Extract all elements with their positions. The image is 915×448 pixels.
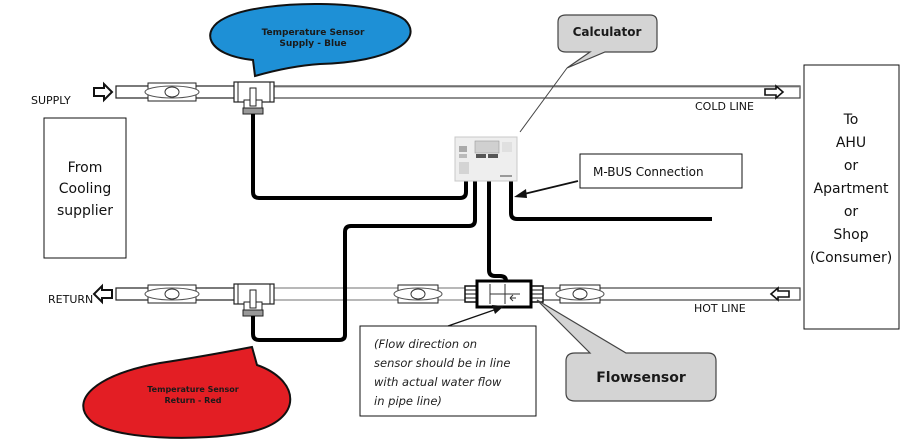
flow-direction-note-box: (Flow direction on sensor should be in l… xyxy=(359,325,537,417)
flowsensor-callout: Flowsensor xyxy=(536,299,717,402)
mbus-connection-label: M-BUS Connection xyxy=(593,165,704,179)
calculator-label: Calculator xyxy=(573,25,642,39)
cold-line-label: COLD LINE xyxy=(695,100,754,113)
from-supplier-line2: Cooling xyxy=(59,181,111,197)
calculator-device-icon xyxy=(454,136,518,182)
temperature-sensor-return-line2: Return - Red xyxy=(165,396,222,405)
flow-note-line4: in pipe line) xyxy=(374,394,442,408)
return-tee-fitting-icon xyxy=(233,283,275,317)
flow-note-pointer-arrow-icon xyxy=(447,305,504,327)
supply-label: SUPPLY xyxy=(31,94,71,107)
from-supplier-line3: supplier xyxy=(57,203,113,219)
from-cooling-supplier-box: From Cooling supplier xyxy=(43,117,127,259)
flow-note-line2: sensor should be in line xyxy=(374,356,510,370)
to-consumer-line3: or xyxy=(844,158,859,174)
temperature-sensor-supply-line2: Supply - Blue xyxy=(279,39,346,49)
temperature-sensor-return-line1: Temperature Sensor xyxy=(147,385,238,394)
hot-line-flow-arrow-icon xyxy=(769,286,790,302)
return-label: RETURN xyxy=(48,293,93,306)
to-consumer-box: To AHU or Apartment or Shop (Consumer) xyxy=(803,64,900,330)
to-consumer-line4: Apartment xyxy=(814,181,889,197)
to-consumer-line1: To xyxy=(843,112,859,128)
calculator-pointer-line xyxy=(519,67,568,133)
to-consumer-line5: or xyxy=(844,204,859,220)
cold-line-pipe xyxy=(115,85,801,99)
flowsensor-label: Flowsensor xyxy=(596,370,686,386)
flow-note-line1: (Flow direction on xyxy=(374,337,477,351)
temperature-sensor-supply-callout: Temperature Sensor Supply - Blue xyxy=(209,3,412,78)
calculator-callout: Calculator xyxy=(557,14,658,69)
sensor-cables xyxy=(251,114,712,342)
cold-line-flow-arrow-icon xyxy=(764,84,785,100)
flow-note-line3: with actual water flow xyxy=(374,375,502,389)
supply-tee-fitting-icon xyxy=(233,81,275,115)
temperature-sensor-return-callout: Temperature Sensor Return - Red xyxy=(82,345,292,439)
hot-line-pipe xyxy=(115,287,801,301)
return-valve-icon xyxy=(144,284,200,304)
mbus-pointer-arrow-icon xyxy=(514,180,579,198)
hot-line-valve-icon xyxy=(393,284,443,304)
to-consumer-line7: (Consumer) xyxy=(810,250,892,266)
to-consumer-line6: Shop xyxy=(833,227,868,243)
consumer-side-valve-icon xyxy=(555,284,605,304)
flowsensor-device-icon xyxy=(464,279,544,309)
return-outflow-arrow-icon xyxy=(92,283,113,305)
temperature-sensor-supply-line1: Temperature Sensor xyxy=(262,28,365,38)
hot-line-label: HOT LINE xyxy=(694,302,746,315)
supply-valve-icon xyxy=(144,82,200,102)
mbus-connection-box: M-BUS Connection xyxy=(579,153,743,189)
to-consumer-line2: AHU xyxy=(836,135,866,151)
supply-inflow-arrow-icon xyxy=(93,81,114,103)
from-supplier-line1: From xyxy=(68,160,103,176)
